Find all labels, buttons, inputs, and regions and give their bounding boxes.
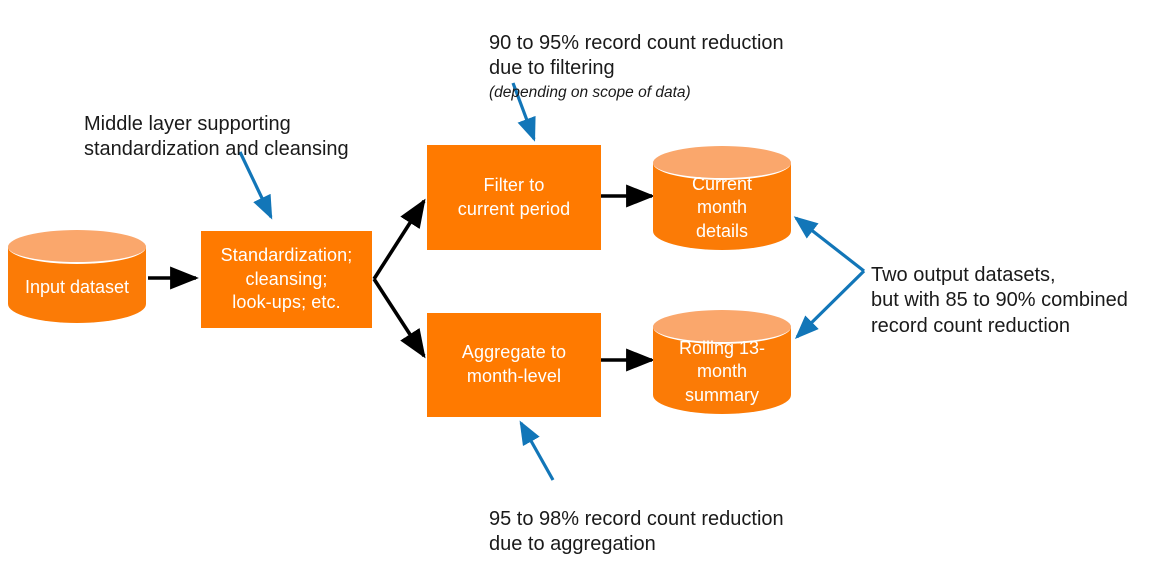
annotation-two-output-datasets-text: Two output datasets, but with 85 to 90% … <box>871 263 1128 337</box>
process-aggregate-to-month-level: Aggregate to month-level <box>427 313 601 417</box>
process-standardization: Standardization; cleansing; look-ups; et… <box>201 231 372 328</box>
datastore-current-month-details: Current month details <box>653 146 791 250</box>
annotation-two-output-datasets: Two output datasets, but with 85 to 90% … <box>871 237 1161 339</box>
annotation-filter-reduction-text: 90 to 95% record count reduction due to … <box>489 31 784 80</box>
cylinder-top-ellipse <box>8 230 146 264</box>
annotation-arrow-outputs-upper <box>793 216 865 273</box>
arrow-standardization-to-filter <box>372 198 426 280</box>
annotation-filter-reduction: 90 to 95% record count reduction due to … <box>489 5 849 129</box>
annotation-middle-layer-text: Middle layer supporting standardization … <box>84 112 349 161</box>
process-aggregate-to-month-level-label: Aggregate to month-level <box>461 342 567 386</box>
datastore-input-dataset: Input dataset <box>8 230 146 323</box>
cylinder-top-ellipse <box>653 146 791 180</box>
datastore-rolling-13-month-summary: Rolling 13- month summary <box>653 310 791 414</box>
annotation-aggregation-reduction: 95 to 98% record count reduction due to … <box>489 481 849 561</box>
annotation-arrow-aggregation-reduction <box>519 420 555 481</box>
cylinder-top-ellipse <box>653 310 791 344</box>
annotation-arrow-outputs-lower <box>794 269 866 340</box>
annotation-aggregation-reduction-text: 95 to 98% record count reduction due to … <box>489 507 784 556</box>
annotation-aggregation-reduction-subtext: (depending on granularity) <box>489 559 849 561</box>
process-filter-to-current-period: Filter to current period <box>427 145 601 250</box>
annotation-middle-layer: Middle layer supporting standardization … <box>84 86 414 163</box>
annotation-filter-reduction-subtext: (depending on scope of data) <box>489 83 691 101</box>
process-standardization-label: Standardization; cleansing; look-ups; et… <box>220 244 353 313</box>
datastore-current-month-details-label: Current month details <box>691 174 753 241</box>
datastore-rolling-13-month-summary-label: Rolling 13- month summary <box>678 338 766 405</box>
arrow-standardization-to-aggregate <box>372 278 426 359</box>
process-filter-to-current-period-label: Filter to current period <box>457 174 571 219</box>
datastore-input-dataset-label: Input dataset <box>24 277 130 297</box>
